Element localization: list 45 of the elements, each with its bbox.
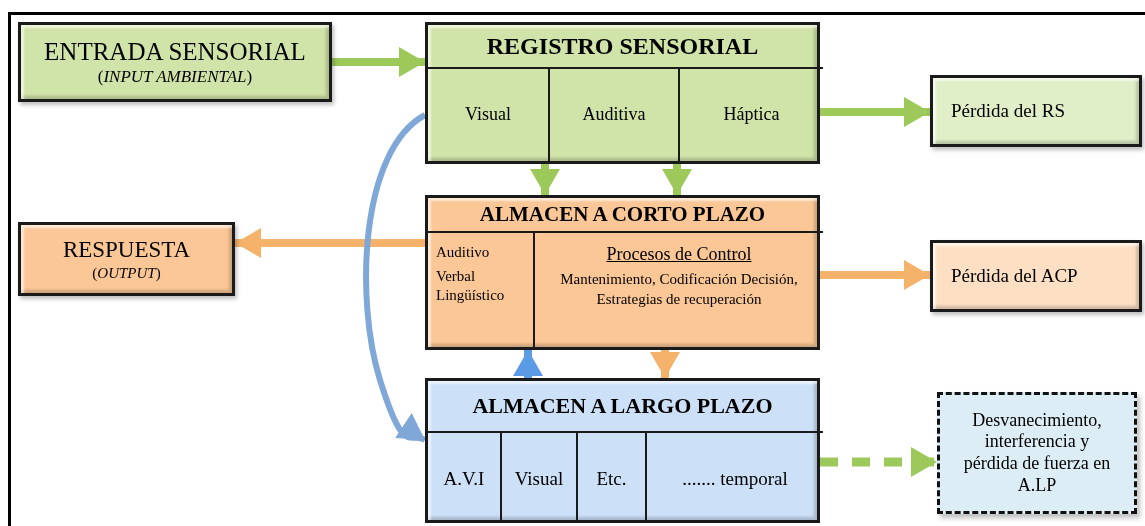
box-title: ALMACEN A CORTO PLAZO	[478, 201, 767, 228]
table-cell	[548, 67, 678, 161]
arrow	[650, 350, 680, 378]
cell-text: Mantenimiento, Codificación Decisión, Estrategias de recuperación	[559, 270, 799, 309]
cell-text: Etc.	[596, 467, 627, 491]
cell-heading: Procesos de Control	[606, 243, 752, 266]
memory-store-box	[425, 22, 820, 164]
table-cell	[500, 431, 576, 520]
table-cell	[678, 67, 823, 161]
process-box	[930, 75, 1142, 147]
cell-text: Visual	[465, 103, 511, 127]
cell-text: Auditivo	[436, 243, 490, 262]
box-title: Pérdida del ACP	[951, 264, 1078, 288]
memory-store-box	[425, 378, 820, 523]
process-box	[18, 222, 235, 296]
process-box	[18, 22, 332, 102]
table-cell	[645, 431, 823, 520]
box-title: RESPUESTA	[62, 236, 191, 264]
box-title: ALMACEN A LARGO PLAZO	[471, 392, 774, 420]
arrow	[820, 97, 930, 127]
box-title: REGISTRO SENSORIAL	[485, 31, 760, 61]
memory-store-box	[425, 195, 820, 350]
process-box	[930, 240, 1142, 312]
box-subtitle: (INPUT AMBIENTAL)	[97, 66, 253, 88]
arrow	[235, 228, 425, 258]
arrow	[513, 350, 543, 378]
cell-text: Háptica	[723, 103, 780, 127]
cell-text: Auditiva	[582, 103, 646, 127]
arrow	[363, 112, 427, 443]
arrow	[820, 447, 937, 477]
box-title: Desvanecimiento, interferencia y pérdida de fuerza en A.LP	[962, 409, 1112, 497]
box-subtitle: (OUTPUT)	[92, 263, 161, 282]
cell-text: A.V.I	[443, 467, 485, 491]
cell-text: Visual	[514, 467, 564, 491]
arrow	[820, 260, 930, 290]
box-title: Pérdida del RS	[951, 99, 1065, 123]
table-cell	[576, 431, 645, 520]
arrow	[332, 47, 425, 77]
cell-text: Verbal Lingüístico	[436, 266, 506, 305]
cell-text: ....... temporal	[682, 467, 788, 491]
table-cell	[533, 231, 823, 347]
arrow	[662, 164, 692, 195]
arrow	[530, 164, 560, 195]
note-box	[937, 392, 1137, 514]
box-title: ENTRADA SENSORIAL	[44, 36, 306, 67]
